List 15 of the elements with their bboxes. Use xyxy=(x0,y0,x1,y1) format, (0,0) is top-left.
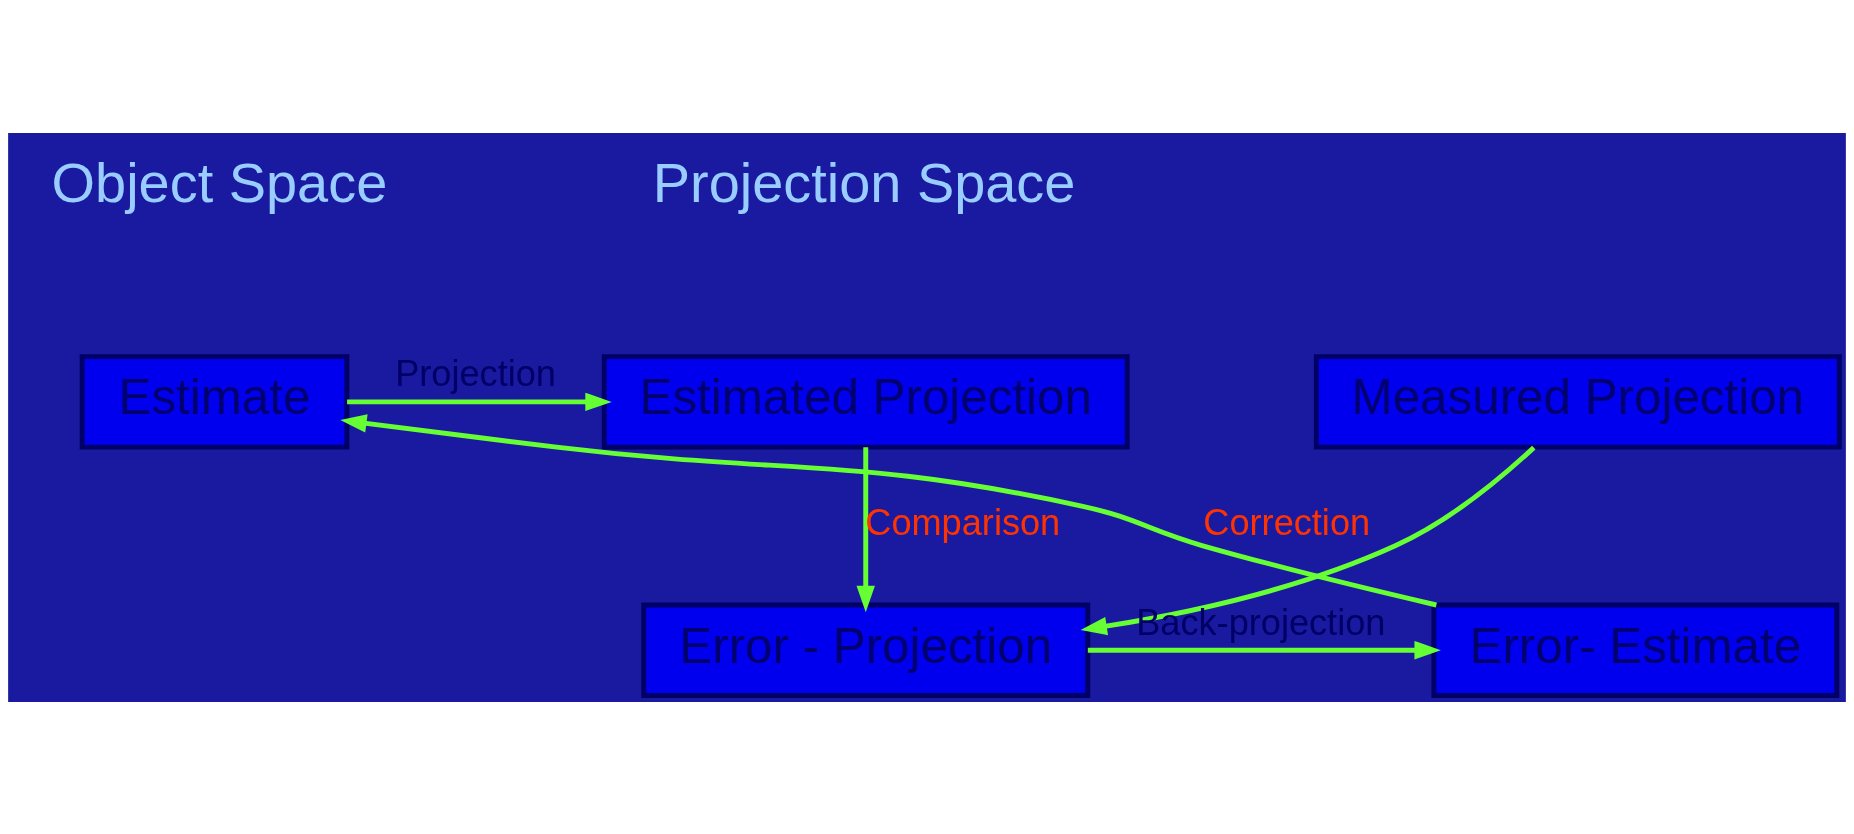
label: Object Space xyxy=(51,150,388,214)
node-box: Estimate xyxy=(79,353,350,450)
arrow xyxy=(1087,640,1441,659)
node-box: Error- Estimate xyxy=(1431,602,1840,698)
edge-label: Correction xyxy=(1203,501,1371,543)
arrow xyxy=(347,392,612,411)
arrow xyxy=(1080,445,1536,635)
label: Projection Space xyxy=(652,150,1076,214)
arrow xyxy=(340,413,1437,607)
arrow xyxy=(856,446,875,612)
node-box: Measured Projection xyxy=(1313,353,1842,450)
node-box: Error - Projection xyxy=(641,602,1091,698)
node-box: Estimated Projection xyxy=(601,353,1130,450)
edge-label: Projection xyxy=(395,352,556,394)
edge-label: Back-projection xyxy=(1136,601,1386,643)
